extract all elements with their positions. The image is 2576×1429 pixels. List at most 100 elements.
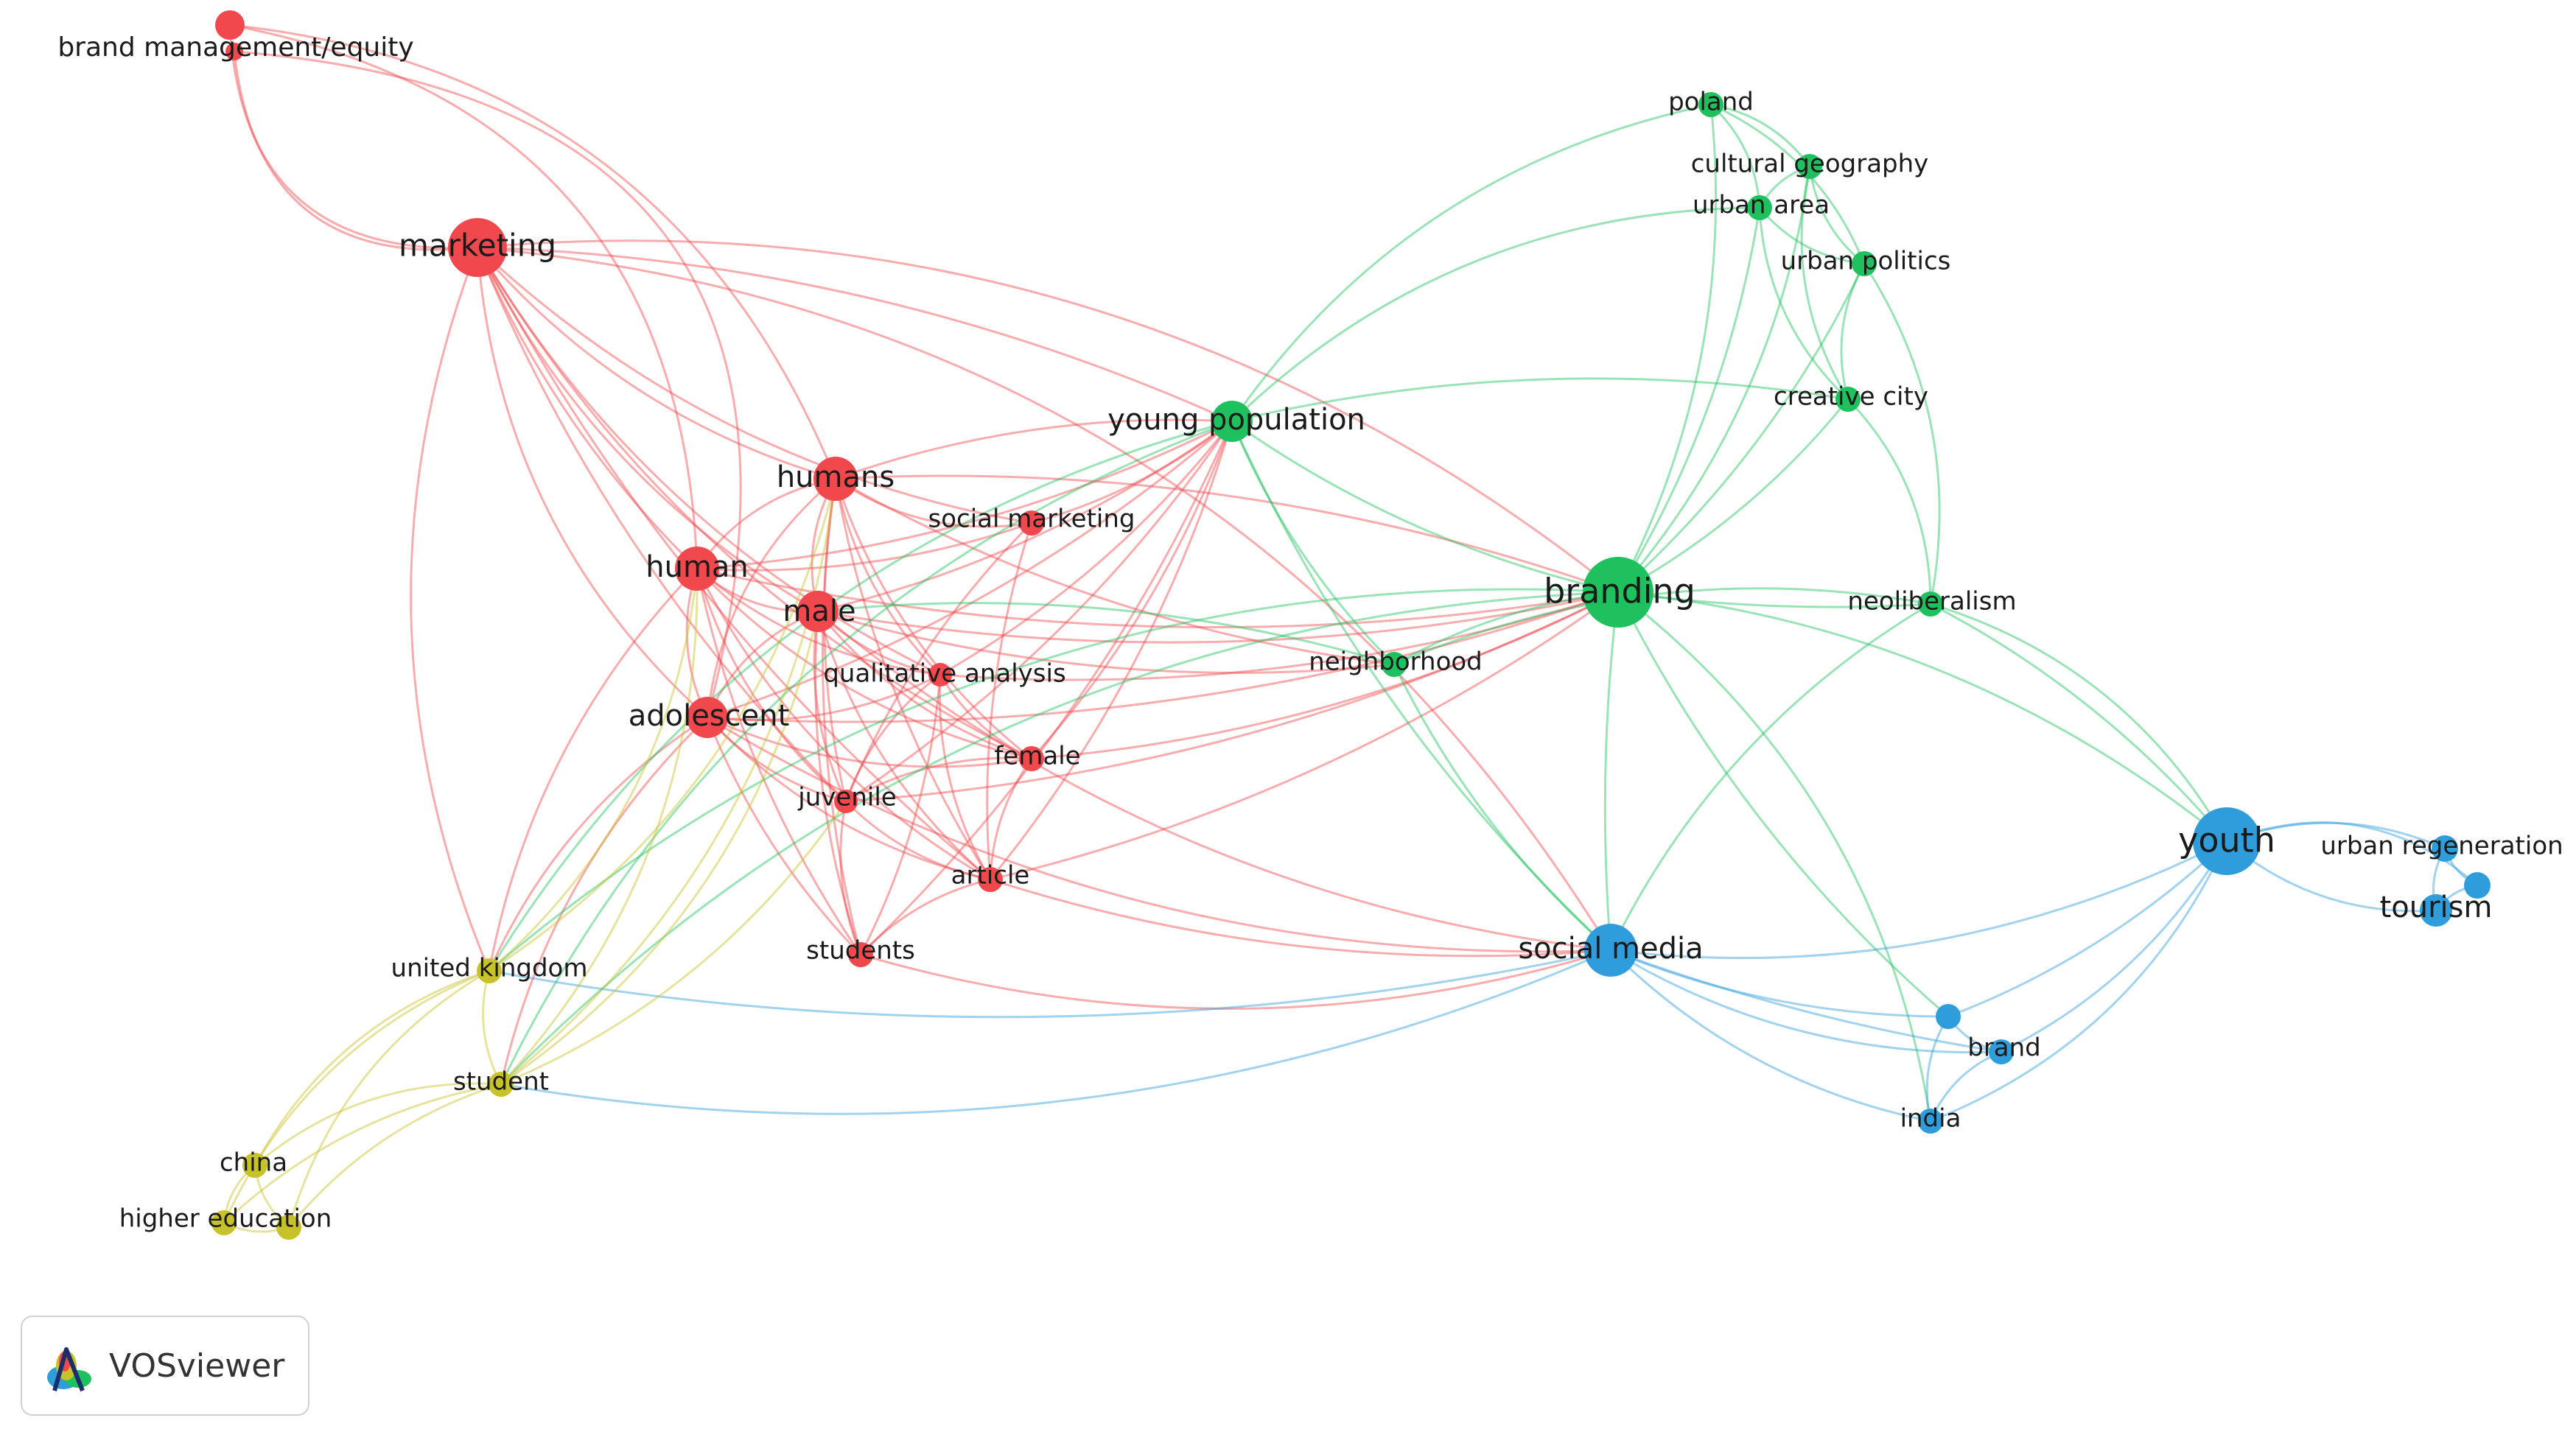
node-brand-management-2[interactable]	[225, 43, 243, 60]
node-brand[interactable]	[1989, 1039, 2014, 1064]
node-social-media[interactable]	[1584, 924, 1637, 977]
node-social-marketing[interactable]	[1019, 510, 1044, 536]
link-female-article	[989, 758, 1033, 880]
node-qualitative-analysis[interactable]	[928, 663, 952, 687]
link-female-juvenile	[845, 756, 1032, 803]
node-urban-regeneration[interactable]	[2432, 835, 2458, 862]
link-poland-urban-area	[1709, 103, 1761, 208]
node-youth[interactable]	[2193, 807, 2261, 875]
node-brand-1[interactable]	[1936, 1004, 1961, 1029]
link-human-article	[696, 568, 991, 881]
link-female-young-population	[1030, 421, 1233, 760]
link-social-marketing-young-population	[1031, 420, 1233, 524]
link-humans-juvenile	[823, 478, 847, 802]
label-urban-regeneration: urban regeneration	[2320, 832, 2563, 861]
label-urban-area: urban area	[1693, 191, 1830, 220]
link-branding-urban-area	[1617, 207, 1761, 593]
node-human[interactable]	[675, 547, 719, 591]
link-young-population-branding	[1231, 420, 1619, 594]
node-poland[interactable]	[1698, 92, 1723, 117]
link-social-media-brand	[1610, 949, 2002, 1053]
link-urban-area-creative-city	[1758, 207, 1849, 401]
vosviewer-badge[interactable]: VOSviewer	[21, 1316, 309, 1416]
link-student-higher-education	[223, 1083, 502, 1224]
link-branding-cultural-geography	[1617, 166, 1811, 593]
link-united-kingdom-student	[482, 970, 503, 1085]
link-marketing-human	[476, 247, 699, 570]
label-brand: brand	[1967, 1033, 2041, 1063]
link-branding-united-kingdom	[489, 588, 1619, 972]
link-male-branding	[817, 591, 1619, 644]
label-tourism: tourism	[2380, 891, 2493, 924]
link-brand-management-2-adolescent	[234, 50, 742, 718]
link-branding-student	[500, 591, 1619, 1086]
link-adolescent-female	[707, 716, 1032, 768]
link-branding-social-media	[1603, 591, 1620, 951]
link-young-population-social-media	[1231, 421, 1612, 952]
node-young-population[interactable]	[1211, 401, 1253, 442]
node-india[interactable]	[1918, 1109, 1943, 1134]
link-marketing-humans	[476, 247, 836, 480]
link-article-young-population	[989, 421, 1233, 880]
label-article: article	[951, 861, 1030, 891]
link-male-neighborhood	[817, 610, 1395, 674]
node-neighborhood[interactable]	[1382, 652, 1407, 677]
link-marketing-adolescent	[476, 247, 709, 719]
link-adolescent-article	[706, 716, 991, 881]
node-adolescent[interactable]	[687, 697, 728, 738]
node-urban-regeneration-2[interactable]	[2464, 872, 2491, 899]
link-humans-social-marketing	[835, 477, 1032, 528]
link-student-higher-education-2	[287, 1083, 502, 1228]
node-higher-education[interactable]	[211, 1210, 237, 1235]
node-male[interactable]	[797, 591, 839, 632]
node-juvenile[interactable]	[834, 790, 858, 813]
link-adolescent-qualitative-analysis	[707, 673, 941, 722]
link-urban-area-urban-politics	[1758, 207, 1865, 265]
label-creative-city: creative city	[1774, 382, 1928, 412]
node-female[interactable]	[1019, 746, 1044, 771]
link-branding-poland	[1617, 104, 1718, 593]
node-tourism[interactable]	[2420, 894, 2452, 927]
link-adolescent-united-kingdom	[488, 716, 708, 972]
link-marketing-social-marketing	[476, 246, 1032, 524]
label-urban-politics: urban politics	[1781, 247, 1951, 276]
label-poland: poland	[1668, 88, 1754, 117]
label-india: india	[1900, 1104, 1961, 1134]
link-qualitative-analysis-juvenile	[844, 673, 941, 802]
node-united-kingdom[interactable]	[477, 958, 502, 983]
link-students-social-media	[860, 949, 1611, 1010]
link-humans-qualitative-analysis	[834, 478, 942, 676]
node-student[interactable]	[489, 1072, 514, 1097]
link-humans-female	[834, 478, 1032, 760]
node-article[interactable]	[978, 867, 1003, 892]
link-branding-neoliberalism	[1617, 591, 1931, 608]
node-urban-area[interactable]	[1747, 195, 1772, 220]
node-students[interactable]	[848, 942, 873, 967]
node-neoliberalism[interactable]	[1918, 591, 1943, 617]
label-humans: humans	[777, 460, 895, 494]
link-branding-urban-politics	[1617, 263, 1866, 594]
link-social-media-brand-1	[1610, 949, 1949, 1018]
link-humans-article	[834, 478, 992, 880]
node-cultural-geography[interactable]	[1797, 154, 1822, 179]
link-youth-urban-regeneration-2	[2226, 821, 2478, 887]
node-creative-city[interactable]	[1835, 387, 1861, 412]
link-brand-1-india	[1925, 1016, 1950, 1122]
link-marketing-juvenile	[476, 247, 847, 803]
link-brand-management-2-marketing	[233, 51, 478, 251]
node-branding[interactable]	[1583, 557, 1653, 628]
node-china[interactable]	[242, 1153, 267, 1178]
link-adolescent-students	[706, 717, 862, 956]
link-male-female	[816, 611, 1032, 760]
node-humans[interactable]	[813, 457, 858, 501]
node-higher-education-2[interactable]	[276, 1215, 301, 1240]
link-marketing-qualitative-analysis	[476, 247, 941, 676]
node-brand-management[interactable]	[215, 10, 245, 40]
link-adolescent-social-media	[707, 716, 1611, 953]
node-urban-politics[interactable]	[1852, 251, 1877, 276]
link-cultural-geography-urban-politics	[1808, 166, 1865, 265]
node-marketing[interactable]	[448, 218, 507, 277]
link-cultural-geography-creative-city	[1800, 166, 1849, 400]
label-marketing: marketing	[399, 228, 556, 264]
link-marketing-united-kingdom	[410, 247, 491, 972]
